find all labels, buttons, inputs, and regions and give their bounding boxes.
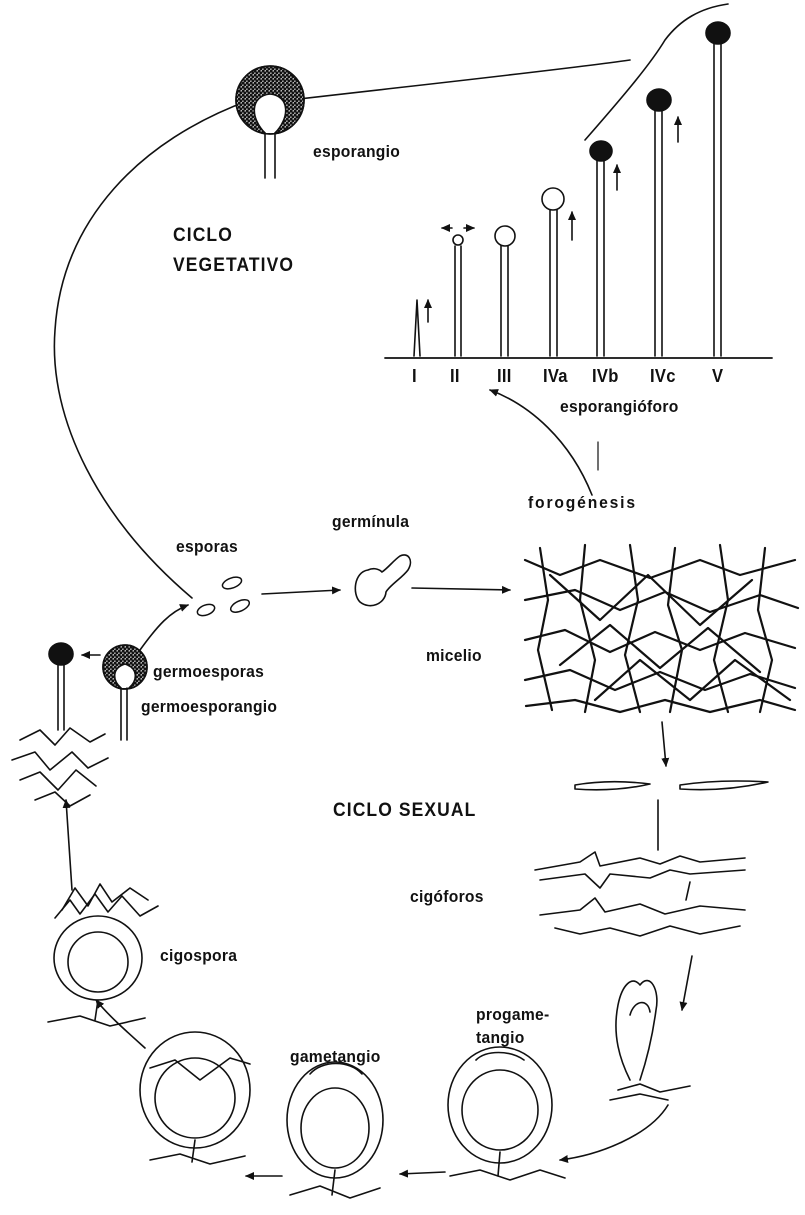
sporangiophore-stage-IVb xyxy=(590,141,617,356)
spores xyxy=(196,575,251,618)
label-forogenesis: forogénesis xyxy=(528,493,637,513)
label-ciclo-sexual: CICLO SEXUAL xyxy=(333,800,476,822)
sporangiophore-stage-III xyxy=(495,226,515,356)
stage-label-III: III xyxy=(497,366,512,387)
zygophores xyxy=(535,852,745,936)
zygospore xyxy=(48,884,158,1026)
stage-label-IVa: IVa xyxy=(543,366,568,387)
spores-to-germinula-arrow xyxy=(262,590,340,594)
label-esporas: esporas xyxy=(176,537,238,557)
germosporangium-stalk xyxy=(12,643,108,806)
gametangium-left xyxy=(140,1032,250,1164)
stage-label-V: V xyxy=(712,366,723,387)
progametangium xyxy=(610,981,690,1100)
label-cigospora: cigospora xyxy=(160,946,237,966)
label-germoesporas: germoesporas xyxy=(153,662,264,682)
stage-label-II: II xyxy=(450,366,460,387)
stage-label-IVc: IVc xyxy=(650,366,676,387)
vegetative-cycle-arrow xyxy=(54,100,250,598)
stage-label-IVb: IVb xyxy=(592,366,619,387)
gametangium-middle xyxy=(287,1062,383,1198)
label-esporangioforo: esporangióforo xyxy=(560,397,679,417)
approaching-hyphae xyxy=(575,781,768,790)
sporangiophore-stage-IVa xyxy=(542,188,572,356)
label-ciclo-vegetativo-line2: VEGETATIVO xyxy=(173,255,294,277)
label-cigoforos: cigóforos xyxy=(410,887,484,907)
label-micelio: micelio xyxy=(426,646,482,666)
label-gametangio: gametangio xyxy=(290,1047,381,1067)
germinula-to-micelio-arrow xyxy=(412,588,510,590)
sporangium-to-sporangiophores-line xyxy=(290,60,630,100)
label-germoesporangio: germoesporangio xyxy=(141,697,277,717)
sporangiophore-stage-II xyxy=(442,228,474,356)
label-progametangio-line1: progame- xyxy=(476,1005,549,1025)
mycelium xyxy=(522,542,798,714)
stage-label-I: I xyxy=(412,366,417,387)
sporangiophore-stage-V xyxy=(706,22,730,356)
label-esporangio: esporangio xyxy=(313,142,400,162)
sporangium xyxy=(236,66,304,178)
sporangiophore-stage-I xyxy=(414,300,428,356)
gametangium-right xyxy=(448,1047,565,1180)
label-germinula: germínula xyxy=(332,512,409,532)
sporangiophores-enclosure xyxy=(585,4,728,140)
sporangiophore-stage-IVc xyxy=(647,89,678,356)
germinula xyxy=(355,555,410,606)
germosporangium xyxy=(103,645,147,740)
label-progametangio-line2: tangio xyxy=(476,1028,525,1048)
label-ciclo-vegetativo-line1: CICLO xyxy=(173,225,233,247)
